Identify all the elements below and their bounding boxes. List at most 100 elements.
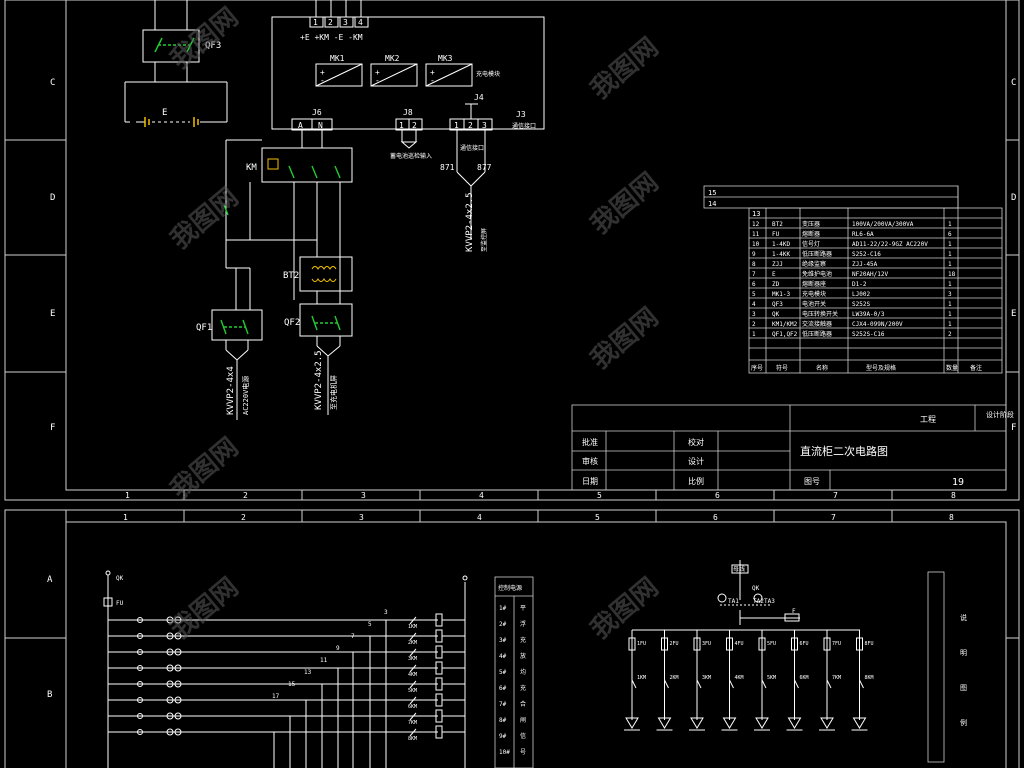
wire-number: 11 bbox=[320, 657, 328, 664]
bottom-sheet-frame bbox=[4, 509, 1020, 768]
km-contactor bbox=[225, 130, 353, 310]
legend-1: 说 bbox=[960, 613, 967, 622]
branch-km-label: 8KM bbox=[865, 675, 874, 681]
jd-caption: 通信接口 bbox=[512, 122, 536, 130]
tb-project: 工程 bbox=[920, 415, 936, 424]
jd-label: J3 bbox=[516, 110, 526, 119]
bcol-2: 2 bbox=[241, 513, 246, 522]
terminal-caption: +E +KM -E -KM bbox=[300, 33, 363, 42]
branch-contact bbox=[729, 679, 734, 689]
col-label-5: 5 bbox=[597, 491, 602, 500]
title-block bbox=[571, 404, 1007, 491]
watermark-layer: 我图网 我图网 我图网 我图网 我图网 我图网 我图网 我图网 bbox=[165, 2, 664, 645]
branch-km-label: 1KM bbox=[637, 675, 646, 681]
cable-1-sub: AC220V电源 bbox=[241, 376, 250, 415]
col-label-6: 6 bbox=[715, 491, 720, 500]
parts-row-13: 13 bbox=[752, 210, 760, 218]
legend-4: 例 bbox=[960, 718, 967, 727]
rung-lamp bbox=[174, 680, 182, 688]
parts-cell: 1 bbox=[948, 261, 952, 268]
parts-header-no: 序号 bbox=[751, 364, 763, 372]
parts-header-sym: 符号 bbox=[776, 364, 788, 372]
branch-fuse bbox=[791, 637, 798, 651]
km-switch-contacts bbox=[223, 165, 341, 216]
ladder-fu: FU bbox=[116, 600, 124, 607]
rung-lamp bbox=[166, 616, 174, 624]
branch-fuse bbox=[661, 637, 668, 651]
wire-number: 5 bbox=[368, 621, 372, 628]
parts-cell: BT2 bbox=[772, 221, 783, 228]
parts-cell: ZJJ bbox=[772, 261, 783, 268]
watermark-3: 我图网 bbox=[585, 167, 664, 240]
cable-1: KVVP2-4x4 bbox=[226, 366, 236, 415]
km-contact bbox=[409, 648, 417, 657]
bcol-7: 7 bbox=[831, 513, 836, 522]
parts-cell: ZJJ-45A bbox=[852, 261, 878, 268]
title-block-text: 工程 设计阶段 批准 审核 日期 校对 设计 比例 直流柜二次电路图 图号 19 bbox=[582, 410, 1014, 488]
rung-lamp bbox=[166, 696, 174, 704]
branch-output bbox=[820, 717, 834, 729]
parts-cell: 3 bbox=[948, 291, 952, 298]
control-list-side: 均 bbox=[520, 668, 526, 676]
branch-km-label: 5KM bbox=[767, 675, 776, 681]
parts-header-note: 备注 bbox=[970, 364, 982, 372]
terminal-2: 2 bbox=[328, 18, 333, 27]
branch-fu-label: 3FU bbox=[702, 641, 711, 647]
cable-3: KVVP2-4x2.5 bbox=[465, 192, 475, 252]
bt2-transformer bbox=[299, 240, 353, 304]
jb-pin-2: 2 bbox=[412, 121, 417, 130]
parts-cell: 2 bbox=[948, 331, 952, 338]
watermark-1: 我图网 bbox=[165, 2, 244, 75]
wire-877: 877 bbox=[477, 163, 492, 172]
bottom-col-labels: 1 2 3 4 5 6 7 8 A B bbox=[47, 513, 954, 700]
mk-note: 充电模块 bbox=[476, 70, 500, 78]
rung-contact bbox=[137, 649, 143, 655]
terminal-numbers: 1 2 3 4 bbox=[313, 18, 363, 27]
control-list-side: 充 bbox=[520, 684, 526, 692]
ladder-base bbox=[103, 570, 468, 768]
jc-label: J4 bbox=[474, 93, 484, 102]
control-list-row: 5# bbox=[499, 669, 507, 676]
legend-2: 明 bbox=[960, 649, 967, 657]
parts-cell: E bbox=[772, 271, 776, 278]
distribution-labels: 母线 QK TA1 TA2 TA3 F bbox=[728, 565, 796, 615]
rung-contact bbox=[137, 633, 143, 639]
col-label-8: 8 bbox=[951, 491, 956, 500]
col-label-3: 3 bbox=[361, 491, 366, 500]
rung-contact bbox=[137, 697, 143, 703]
parts-cell: 1 bbox=[948, 251, 952, 258]
parts-cell: 充电模块 bbox=[802, 290, 826, 298]
qf3-label: QF3 bbox=[205, 41, 221, 51]
parts-row-15: 15 bbox=[708, 189, 716, 197]
parts-cell: 免维护电池 bbox=[802, 270, 832, 278]
top-col-labels: 1 2 3 4 5 6 7 8 bbox=[125, 491, 956, 500]
tb-drawing-no-label: 图号 bbox=[804, 477, 820, 486]
branch-contact bbox=[631, 679, 637, 689]
parts-cell: 18 bbox=[948, 271, 956, 278]
parts-cell: 5 bbox=[752, 291, 756, 298]
parts-cell: 1 bbox=[948, 311, 952, 318]
control-list-header: 控制电源 bbox=[498, 584, 522, 592]
parts-table bbox=[703, 185, 1003, 374]
parts-header-model: 型号及规格 bbox=[866, 364, 896, 372]
branch-contact bbox=[664, 679, 669, 689]
parts-cell: 12 bbox=[752, 221, 760, 228]
row-label-c-right: C bbox=[1011, 78, 1016, 88]
parts-cell: 1 bbox=[948, 301, 952, 308]
control-list-side: 号 bbox=[520, 749, 526, 756]
tb-design: 设计 bbox=[688, 456, 704, 466]
monitor-module bbox=[271, 0, 545, 130]
km-contact bbox=[409, 680, 417, 689]
branch-fu-label: 2FU bbox=[670, 641, 679, 647]
km-contact bbox=[409, 728, 417, 737]
km-coil-label: 8KM bbox=[408, 736, 417, 742]
jc-pin-3: 3 bbox=[482, 121, 487, 130]
km-contact bbox=[409, 664, 417, 673]
control-list-side: 信 bbox=[520, 732, 526, 740]
branch-contact bbox=[696, 679, 702, 689]
branch-fuse bbox=[726, 637, 733, 651]
watermark-2: 我图网 bbox=[585, 32, 664, 105]
control-list-side: 充 bbox=[520, 636, 526, 644]
branch-fuse bbox=[693, 637, 701, 651]
row-label-c: C bbox=[50, 78, 55, 88]
